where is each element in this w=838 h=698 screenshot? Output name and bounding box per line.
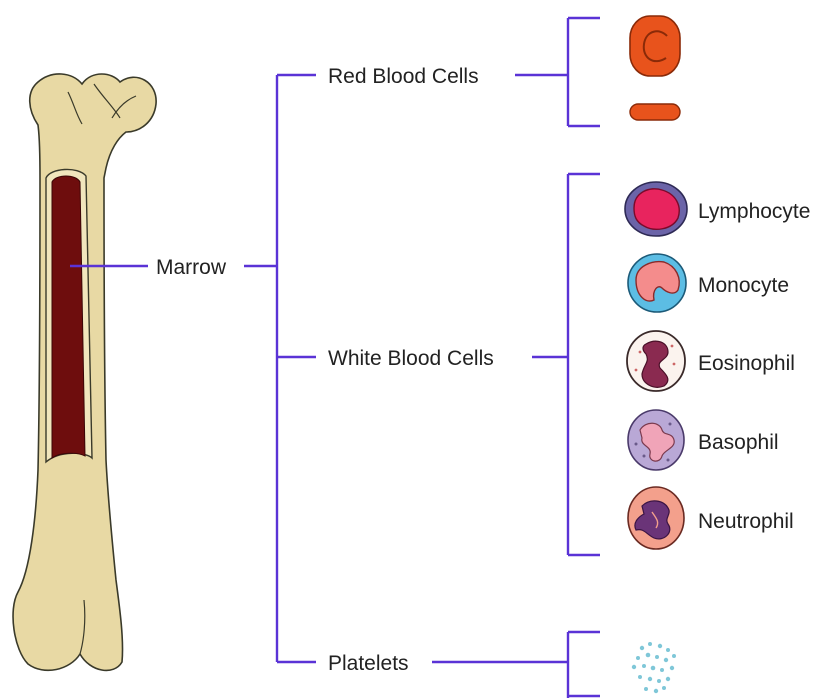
white-cell-label-eosinophil: Eosinophil bbox=[698, 352, 795, 375]
red-blood-cell-side-icon bbox=[630, 104, 680, 120]
platelets-label: Platelets bbox=[328, 652, 409, 675]
white-cell-label-monocyte: Monocyte bbox=[698, 274, 789, 297]
platelets-icon bbox=[632, 642, 676, 693]
white-blood-cells-label: White Blood Cells bbox=[328, 347, 494, 370]
white-cell-label-basophil: Basophil bbox=[698, 431, 779, 454]
neutrophil-icon bbox=[628, 487, 684, 549]
marrow-label: Marrow bbox=[156, 256, 227, 279]
white-cell-label-lymphocyte: Lymphocyte bbox=[698, 200, 810, 223]
marrow-fill bbox=[52, 176, 85, 458]
monocyte-icon bbox=[628, 254, 686, 312]
white-cell-label-neutrophil: Neutrophil bbox=[698, 510, 794, 533]
eosinophil-icon bbox=[627, 331, 685, 391]
red-blood-cells-label: Red Blood Cells bbox=[328, 65, 479, 88]
lymphocyte-icon bbox=[625, 182, 687, 236]
basophil-icon bbox=[628, 410, 684, 470]
femur-bone-icon bbox=[13, 74, 156, 670]
red-blood-cell-front-icon bbox=[630, 16, 680, 76]
